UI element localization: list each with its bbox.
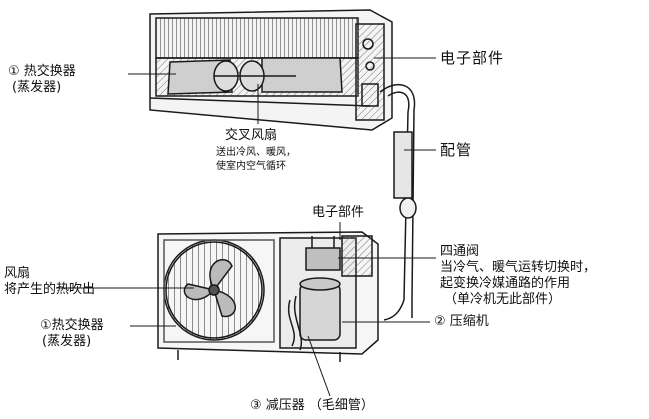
label-outdoor-fan: 风扇: [4, 266, 31, 281]
indoor-electronic-parts-icon: [355, 23, 385, 121]
indoor-unit: [149, 9, 393, 131]
label-pressure-reducer: ③ 减压器 （毛细管）: [250, 398, 374, 413]
label-outdoor-fan-desc: 将产生的热吹出: [4, 282, 96, 297]
label-cross-fan-desc-2: 使室内空气循环: [216, 161, 286, 172]
pressure-reducer-icon: [287, 295, 303, 351]
outdoor-unit: [157, 231, 379, 362]
outdoor-heat-exchanger-icon: [163, 239, 275, 343]
label-electronic-parts-top: 电子部件: [440, 49, 505, 67]
leader-lines: [56, 57, 436, 397]
label-four-way-valve: 四通阀: [440, 244, 480, 259]
piping-icon: [379, 83, 417, 321]
cross-fan-icon: [213, 60, 296, 92]
label-four-way-valve-desc-2: 起变换冷媒通路的作用: [440, 276, 571, 291]
label-cross-fan-desc-1: 送出冷风、暖风，: [216, 147, 296, 158]
label-compressor: ② 压缩机: [434, 314, 489, 329]
label-cross-fan: 交叉风扇: [225, 128, 278, 143]
label-electronic-parts-outdoor: 电子部件: [312, 205, 365, 220]
outdoor-electronic-parts-icon: [341, 235, 373, 277]
four-way-valve-icon: [305, 236, 341, 271]
label-outdoor-heat-exchanger: ①热交换器: [40, 318, 104, 333]
label-indoor-heat-exchanger-sub: (蒸发器): [12, 80, 62, 95]
label-four-way-valve-desc-1: 当冷气、暖气运转切换时，: [440, 260, 597, 275]
label-outdoor-heat-exchanger-sub: (蒸发器): [42, 334, 92, 349]
label-indoor-heat-exchanger: ① 热交换器: [8, 64, 76, 79]
label-four-way-valve-desc-3: （单冷机无此部件）: [444, 292, 562, 307]
outdoor-fan-icon: [163, 239, 265, 341]
label-piping: 配管: [440, 141, 473, 159]
compressor-icon: [299, 277, 341, 341]
